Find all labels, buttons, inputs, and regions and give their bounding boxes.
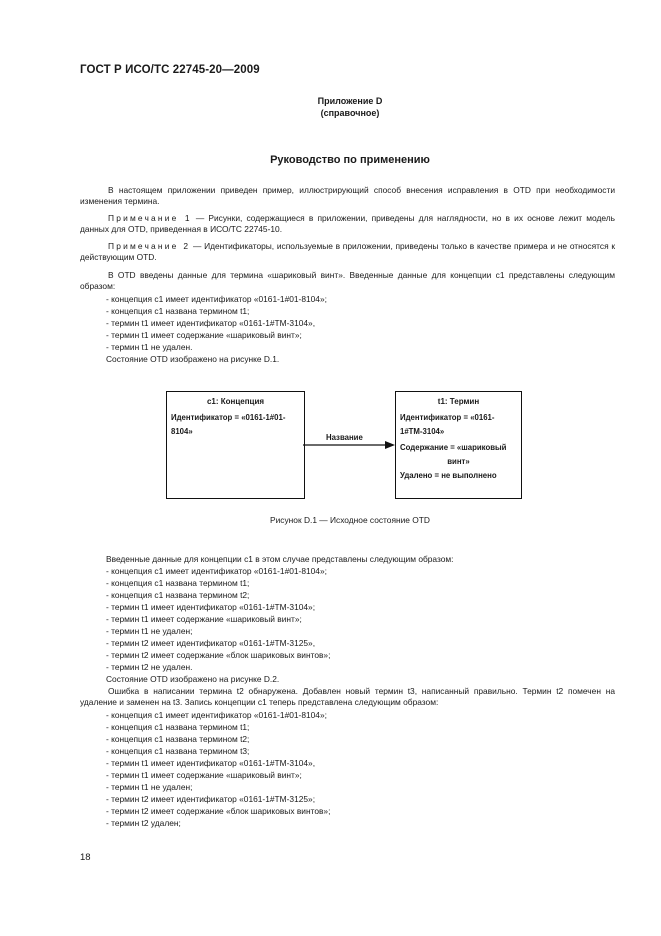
list-item: - концепция с1 названа термином t2; <box>106 590 250 600</box>
page-number: 18 <box>80 852 91 863</box>
document-header: ГОСТ Р ИСО/ТС 22745-20—2009 <box>80 64 260 76</box>
term-content-line-2: винт» <box>447 457 470 466</box>
list-item: - термин t2 имеет идентификатор «0161-1#… <box>106 794 316 804</box>
term-deleted-line: Удалено = не выполнено <box>400 471 497 480</box>
concept-box: c1: Концепция Идентификатор = «0161-1#01… <box>166 391 305 499</box>
list-item: - термин t2 имеет содержание «блок шарик… <box>106 650 331 660</box>
term-box-title: t1: Термин <box>437 397 480 406</box>
term-id-line-1: Идентификатор = «0161- <box>400 413 495 422</box>
otd-data-paragraph: В OTD введены данные для термина «шарико… <box>80 270 615 291</box>
section-title: Руководство по применению <box>270 154 430 166</box>
concept-id-line-1: Идентификатор = «0161-1#01- <box>171 413 286 422</box>
state-line: Состояние OTD изображено на рисунке D.2. <box>106 674 280 684</box>
note-2: Примечание 2 — Идентификаторы, используе… <box>80 241 615 263</box>
connector-arrow <box>303 441 395 449</box>
section2-intro: Введенные данные для концепции с1 в этом… <box>106 554 454 564</box>
term-box: t1: Термин Идентификатор = «0161- 1#TM-3… <box>395 391 522 499</box>
list-item: - концепция с1 имеет идентификатор «0161… <box>106 294 327 304</box>
term-content-line-1: Содержание = «шариковый <box>400 443 507 452</box>
list-item: - концепция с1 названа термином t1; <box>106 722 250 732</box>
concept-box-title: c1: Концепция <box>206 397 265 406</box>
state-line: Состояние OTD изображено на рисунке D.1. <box>106 354 280 364</box>
list-item: - термин t1 имеет содержание «шариковый … <box>106 330 302 340</box>
appendix-type: (справочное) <box>320 108 380 118</box>
list-item: - концепция с1 названа термином t2; <box>106 734 250 744</box>
term-id-line-2: 1#TM-3104» <box>400 427 445 436</box>
list-item: - концепция с1 имеет идентификатор «0161… <box>106 566 327 576</box>
list-item: - термин t1 имеет идентификатор «0161-1#… <box>106 758 316 768</box>
list-item: - термин t2 удален; <box>106 818 181 828</box>
list-item: - концепция с1 названа термином t1; <box>106 306 250 316</box>
list-item: - термин t1 не удален; <box>106 782 193 792</box>
list-item: - термин t1 не удален. <box>106 342 193 352</box>
list-item: - термин t1 имеет содержание «шариковый … <box>106 614 302 624</box>
note-2-label: Примечание 2 <box>108 241 191 251</box>
intro-paragraph: В настоящем приложении приведен пример, … <box>80 185 615 206</box>
list-item: - термин t1 имеет идентификатор «0161-1#… <box>106 318 316 328</box>
concept-id-line-2: 8104» <box>171 427 193 436</box>
arrow-head-icon <box>385 441 395 449</box>
list-item: - термин t2 имеет содержание «блок шарик… <box>106 806 331 816</box>
list-item: - термин t1 не удален; <box>106 626 193 636</box>
error-paragraph: Ошибка в написании термина t2 обнаружена… <box>80 686 615 707</box>
appendix-title: Приложение D <box>317 96 383 106</box>
list-item: - термин t1 имеет содержание «шариковый … <box>106 770 302 780</box>
list-item: - термин t2 имеет идентификатор «0161-1#… <box>106 638 316 648</box>
list-item: - термин t2 не удален. <box>106 662 193 672</box>
note-1-label: Примечание 1 <box>108 213 192 223</box>
list-item: - термин t1 имеет идентификатор «0161-1#… <box>106 602 316 612</box>
figure-caption: Рисунок D.1 — Исходное состояние OTD <box>270 515 430 525</box>
note-2-text: — Идентификаторы, используемые в приложе… <box>80 241 615 262</box>
note-1-text: — Рисунки, содержащиеся в приложении, пр… <box>80 213 615 234</box>
connector-label: Название <box>326 433 363 442</box>
list-item: - концепция с1 названа термином t1; <box>106 578 250 588</box>
list-item: - концепция с1 имеет идентификатор «0161… <box>106 710 327 720</box>
note-1: Примечание 1 — Рисунки, содержащиеся в п… <box>80 213 615 235</box>
list-item: - концепция с1 названа термином t3; <box>106 746 250 756</box>
